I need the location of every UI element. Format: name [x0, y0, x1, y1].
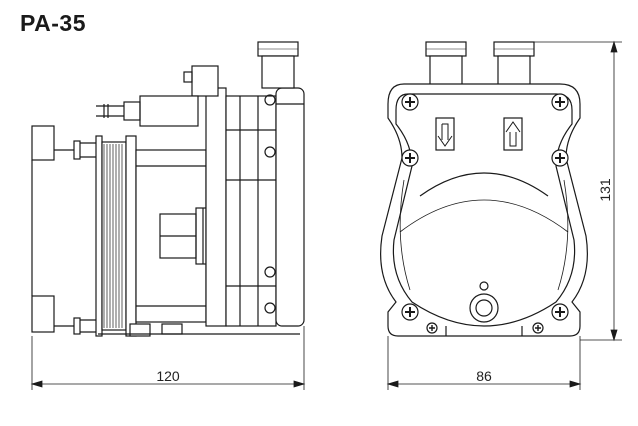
side-width-label: 120	[156, 368, 180, 384]
front-width-label: 86	[476, 368, 492, 384]
screw-base-left	[426, 322, 438, 334]
front-view: 86 131	[380, 40, 622, 390]
screw-mid-right	[551, 149, 569, 167]
side-width-dimension	[30, 326, 306, 390]
screw-bottom-left	[401, 303, 419, 321]
flow-arrow-down	[435, 117, 455, 151]
screw-top-right	[551, 93, 569, 111]
rear-cap	[31, 125, 55, 161]
screw-bottom-right	[551, 303, 569, 321]
front-body-outline	[380, 83, 588, 337]
motor-fins	[101, 141, 127, 331]
front-width-dimension	[386, 336, 582, 390]
port-left	[425, 41, 467, 87]
drain-fitting	[469, 293, 499, 323]
drawing-title: PA-35	[20, 10, 86, 36]
screw-top-left	[401, 93, 419, 111]
rear-cap-bottom	[31, 295, 55, 333]
head-bolts	[264, 94, 276, 314]
front-height-dimension	[534, 40, 622, 342]
pump-head	[205, 87, 227, 327]
screw-base-right	[532, 322, 544, 334]
front-height-label: 131	[597, 178, 613, 202]
flow-arrow-up	[503, 117, 523, 151]
connector-block	[139, 95, 199, 127]
port-right	[493, 41, 535, 87]
bolt-top-left	[54, 140, 98, 160]
side-view: 120	[30, 41, 306, 390]
indicator-dot	[479, 281, 489, 291]
bolt-bottom-left	[54, 317, 98, 335]
screw-mid-left	[401, 149, 419, 167]
